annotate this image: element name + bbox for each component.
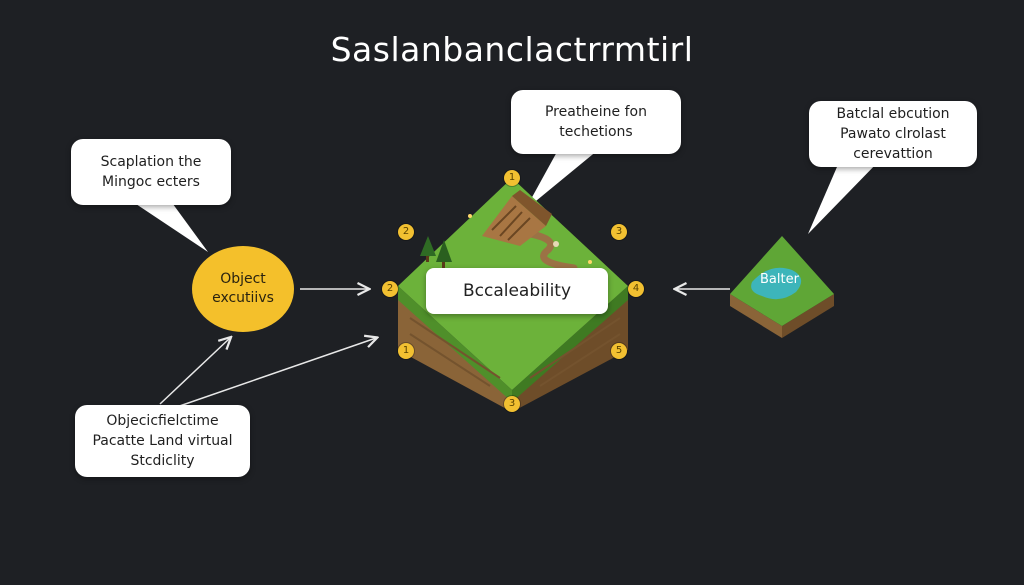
number-badge: 3 [611,224,627,240]
callout-left-line: Scaplation the [100,154,202,170]
rock-detail [553,241,559,247]
small-terrain-block [730,236,834,338]
small-block-left-face [730,294,782,338]
callout-bottom-left-line: Stcdiclity [130,453,195,469]
callout-bottom-left-line: Objecicfielctime [106,413,219,429]
callout-bottom-left-line: Pacatte Land virtual [92,433,233,449]
object-node-line: excutiivs [212,290,274,306]
number-badge: 1 [504,170,520,186]
callout-top-center-line: Preatheine fon [544,104,647,120]
callout-left: Scaplation the Mingoc ecters [71,139,231,205]
object-node: Object excutiivs [192,246,294,332]
arrow-bottom-to-center [167,338,376,411]
callout-left-line: Mingoc ecters [102,174,200,190]
number-badge: 4 [628,281,644,297]
dirt-path [516,228,578,272]
callout-top-center-line: techetions [559,124,633,140]
center-label: Bccaleability [426,268,608,314]
flower-detail [468,214,472,218]
callout-right-line: cerevattion [853,146,933,162]
number-badge: 3 [504,396,520,412]
block-grass-edge-left [398,286,512,402]
arrow-bottom-to-object [159,338,230,405]
pyramid-ruin-icon [482,190,552,246]
small-block-right-face [782,294,834,338]
callout-top-center: Preatheine fon techetions [511,90,681,154]
water-pool [751,267,802,300]
block-grass-edge-right [512,286,628,402]
callout-right-line: Batclal ebcution [836,106,950,122]
object-node-line: Object [220,271,266,287]
bubble-tail-left [130,200,208,252]
bubble-tail-top [525,150,598,210]
number-badge: 5 [611,343,627,359]
number-badge: 1 [398,343,414,359]
flower-detail [588,260,592,264]
tree-icon [420,236,452,268]
bubble-tail-right [808,160,880,234]
callout-bottom-left: Objecicfielctime Pacatte Land virtual St… [75,405,250,477]
callout-right-line: Pawato clrolast [840,126,946,142]
soil-lines [409,317,621,387]
number-badge: 2 [382,281,398,297]
number-badge: 2 [398,224,414,240]
callout-right: Batclal ebcution Pawato clrolast cerevat… [809,101,977,167]
small-block-label: Balter [760,272,799,287]
page-title: Saslanbanclactrrmtirl [330,30,694,69]
